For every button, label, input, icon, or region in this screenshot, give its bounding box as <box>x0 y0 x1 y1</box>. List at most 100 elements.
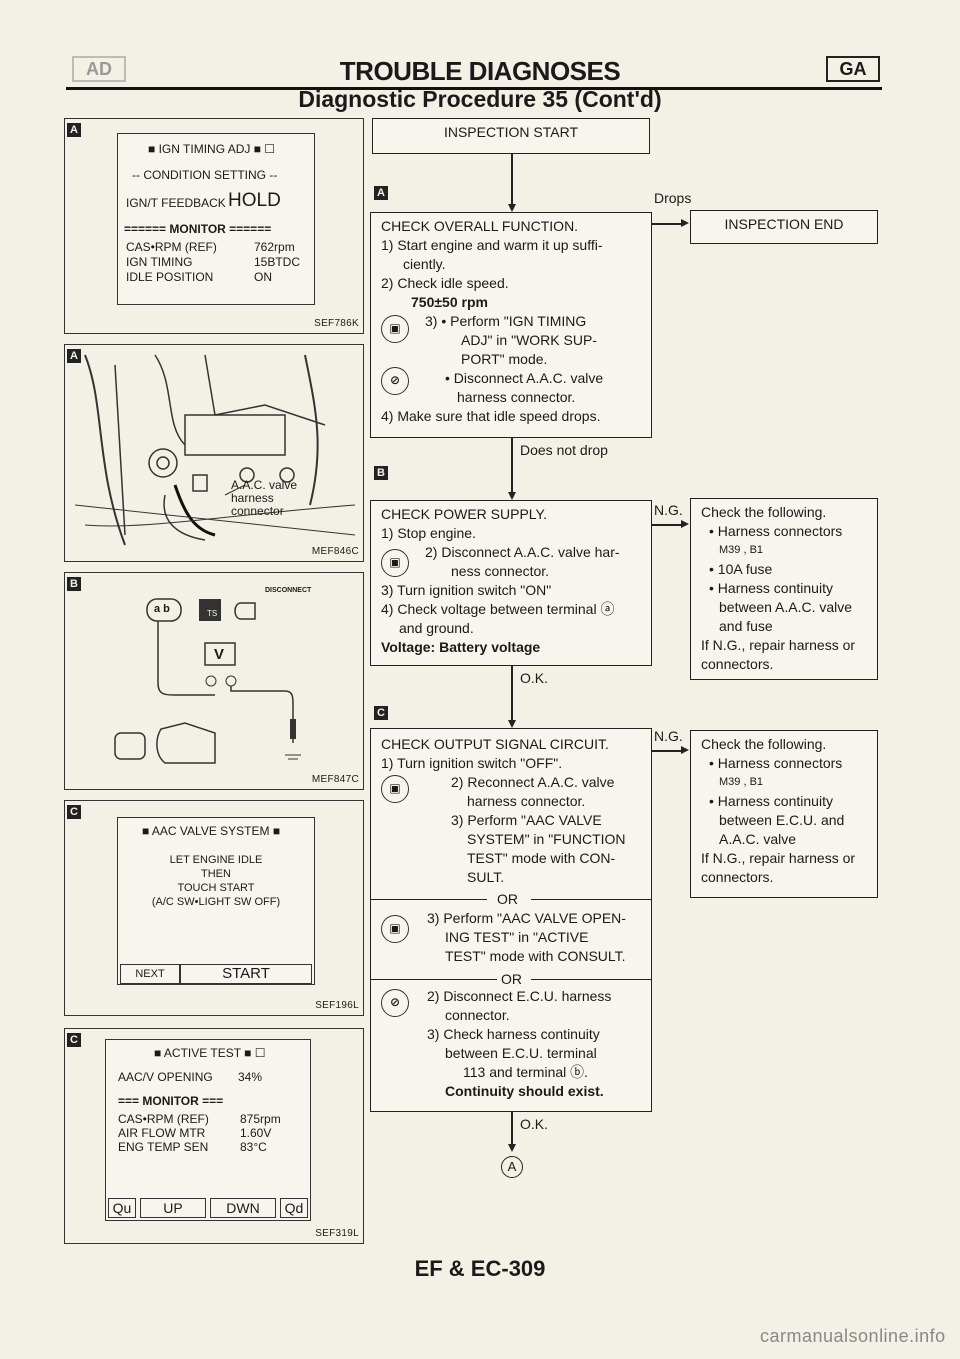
inspection-start-box: INSPECTION START <box>372 118 650 154</box>
arrow-down <box>508 492 516 500</box>
step-text: If N.G., repair harness or <box>701 637 856 653</box>
monitor-row-value: 762rpm <box>254 240 295 254</box>
connector-code: TS <box>207 609 218 618</box>
screen-line: TOUCH START <box>177 882 255 894</box>
step-text: TEST" mode with CONSULT. <box>445 948 626 964</box>
step-text: 2) Reconnect A.A.C. valve <box>451 774 615 790</box>
connector-codes: M39 , B1 <box>719 544 764 556</box>
monitor-header: === MONITOR === <box>118 1094 224 1108</box>
panel-tag: B <box>67 577 81 591</box>
connector-codes: M39 , B1 <box>719 776 764 788</box>
step-text: 1) Start engine and warm it up suffi- <box>381 237 603 253</box>
callout-line: harness <box>231 491 274 505</box>
page-number: EF & EC-309 <box>414 1256 546 1281</box>
branch-label-ng: N.G. <box>654 502 683 518</box>
terminal-label: a b <box>154 603 170 615</box>
step-text: harness connector. <box>467 793 586 809</box>
branch-label-ok: O.K. <box>520 670 549 686</box>
panel-tag: C <box>67 1033 81 1047</box>
step-text: • Harness connectors <box>709 523 843 539</box>
page-title: TROUBLE DIAGNOSES <box>339 56 621 86</box>
step-text: 3) • Perform "IGN TIMING <box>425 313 587 329</box>
monitor-row-label: IGN TIMING <box>126 255 193 269</box>
no-consult-icon: ⊘ <box>381 367 409 395</box>
step-text: 4) Check voltage between terminal ⓐ <box>381 601 615 617</box>
check-power-supply-box: CHECK POWER SUPPLY. 1) Stop engine. 2) D… <box>370 500 652 666</box>
consult-screen: ■ ACTIVE TEST ■ ☐ AAC/V OPENING 34% === … <box>105 1039 311 1221</box>
flow-connector <box>652 524 682 526</box>
monitor-row-value: 15BTDC <box>254 255 301 269</box>
check-output-signal-box: CHECK OUTPUT SIGNAL CIRCUIT. 1) Turn ign… <box>370 728 652 1112</box>
step-text: CHECK OVERALL FUNCTION. <box>381 218 579 234</box>
engine-bay-illustration <box>74 354 356 546</box>
check-output-section-3: 2) Disconnect E.C.U. harness connector. … <box>381 987 611 1101</box>
step-text: harness connector. <box>457 389 576 405</box>
consult-icon: ▣ <box>381 775 409 803</box>
check-overall-function-box: CHECK OVERALL FUNCTION. 1) Start engine … <box>370 212 652 438</box>
panel-aac-valve-location: A A.A.C. valve harness connector MEF846C <box>64 344 364 562</box>
step-spec: 750±50 rpm <box>411 294 488 310</box>
screen-title: ■ IGN TIMING ADJ ■ ☐ <box>148 142 276 156</box>
step-text: ness connector. <box>451 563 550 579</box>
figure-ref: SEF786K <box>314 318 359 329</box>
callout-line: connector <box>231 504 284 518</box>
or-divider <box>531 899 651 900</box>
branch-label-drops: Drops <box>654 190 692 206</box>
figure-ref: SEF196L <box>315 1000 359 1011</box>
check-output-section-1: CHECK OUTPUT SIGNAL CIRCUIT. 1) Turn ign… <box>381 735 626 887</box>
arrow-down <box>508 1144 516 1152</box>
step-text: If N.G., repair harness or <box>701 850 856 866</box>
step-tag: C <box>374 706 388 720</box>
monitor-row-label: CAS•RPM (REF) <box>126 240 217 254</box>
arrow-down <box>508 720 516 728</box>
flow-connector <box>652 750 682 752</box>
screen-line: THEN <box>201 868 231 880</box>
monitor-row-value: 83°C <box>240 1140 267 1154</box>
branch-label-does-not-drop: Does not drop <box>520 442 608 458</box>
step-text: CHECK OUTPUT SIGNAL CIRCUIT. <box>381 736 609 752</box>
watermark: carmanualsonline.info <box>760 1326 946 1346</box>
or-divider <box>531 979 651 980</box>
step-text: 113 and terminal ⓑ. <box>463 1064 589 1080</box>
voltmeter-label: V <box>214 646 225 663</box>
monitor-row-label: IDLE POSITION <box>126 270 214 284</box>
step-text: 1) Turn ignition switch "OFF". <box>381 755 563 771</box>
start-button[interactable]: START <box>180 964 312 984</box>
step-text: SULT. <box>467 869 505 885</box>
step-spec: Continuity should exist. <box>445 1083 604 1099</box>
opening-value: 34% <box>238 1070 263 1084</box>
section-badge-left: AD <box>72 56 126 82</box>
callout-line: A.A.C. valve <box>231 478 298 492</box>
step-text: between E.C.U. terminal <box>445 1045 597 1061</box>
dwn-button[interactable]: DWN <box>210 1198 276 1218</box>
panel-ign-timing: A ■ IGN TIMING ADJ ■ ☐ -- CONDITION SETT… <box>64 118 364 334</box>
figure-ref: MEF847C <box>311 774 359 785</box>
consult-screen: ■ IGN TIMING ADJ ■ ☐ -- CONDITION SETTIN… <box>117 133 315 305</box>
continue-marker: A <box>501 1156 523 1178</box>
arrow-right <box>681 746 689 754</box>
screen-title: ■ AAC VALVE SYSTEM ■ <box>142 824 281 838</box>
panel-tag: C <box>67 805 81 819</box>
check-following-box: Check the following. • Harness connector… <box>690 730 878 898</box>
step-text: ciently. <box>403 256 446 272</box>
step-text: 3) Turn ignition switch "ON" <box>381 582 552 598</box>
step-spec: Voltage: Battery voltage <box>381 639 541 655</box>
step-text: • Harness continuity <box>709 793 833 809</box>
consult-icon: ▣ <box>381 549 409 577</box>
qd-button[interactable]: Qd <box>280 1198 308 1218</box>
panel-active-test: C ■ ACTIVE TEST ■ ☐ AAC/V OPENING 34% ==… <box>64 1028 364 1244</box>
up-button[interactable]: UP <box>140 1198 206 1218</box>
arrow-right <box>681 520 689 528</box>
qu-button[interactable]: Qu <box>108 1198 136 1218</box>
step-text: • Harness continuity <box>709 580 833 596</box>
next-button[interactable]: NEXT <box>120 964 180 984</box>
check-output-section-2: 3) Perform "AAC VALVE OPEN- ING TEST" in… <box>381 909 626 966</box>
or-label: OR <box>497 891 518 907</box>
no-consult-icon: ⊘ <box>381 989 409 1017</box>
component-callout: A.A.C. valve harness connector <box>231 479 297 518</box>
monitor-row-label: CAS•RPM (REF) <box>118 1112 209 1126</box>
step-text: A.A.C. valve <box>719 831 797 847</box>
flow-connector <box>511 666 513 726</box>
condition-setting: -- CONDITION SETTING -- <box>132 168 278 182</box>
voltage-test-diagram <box>114 598 301 764</box>
